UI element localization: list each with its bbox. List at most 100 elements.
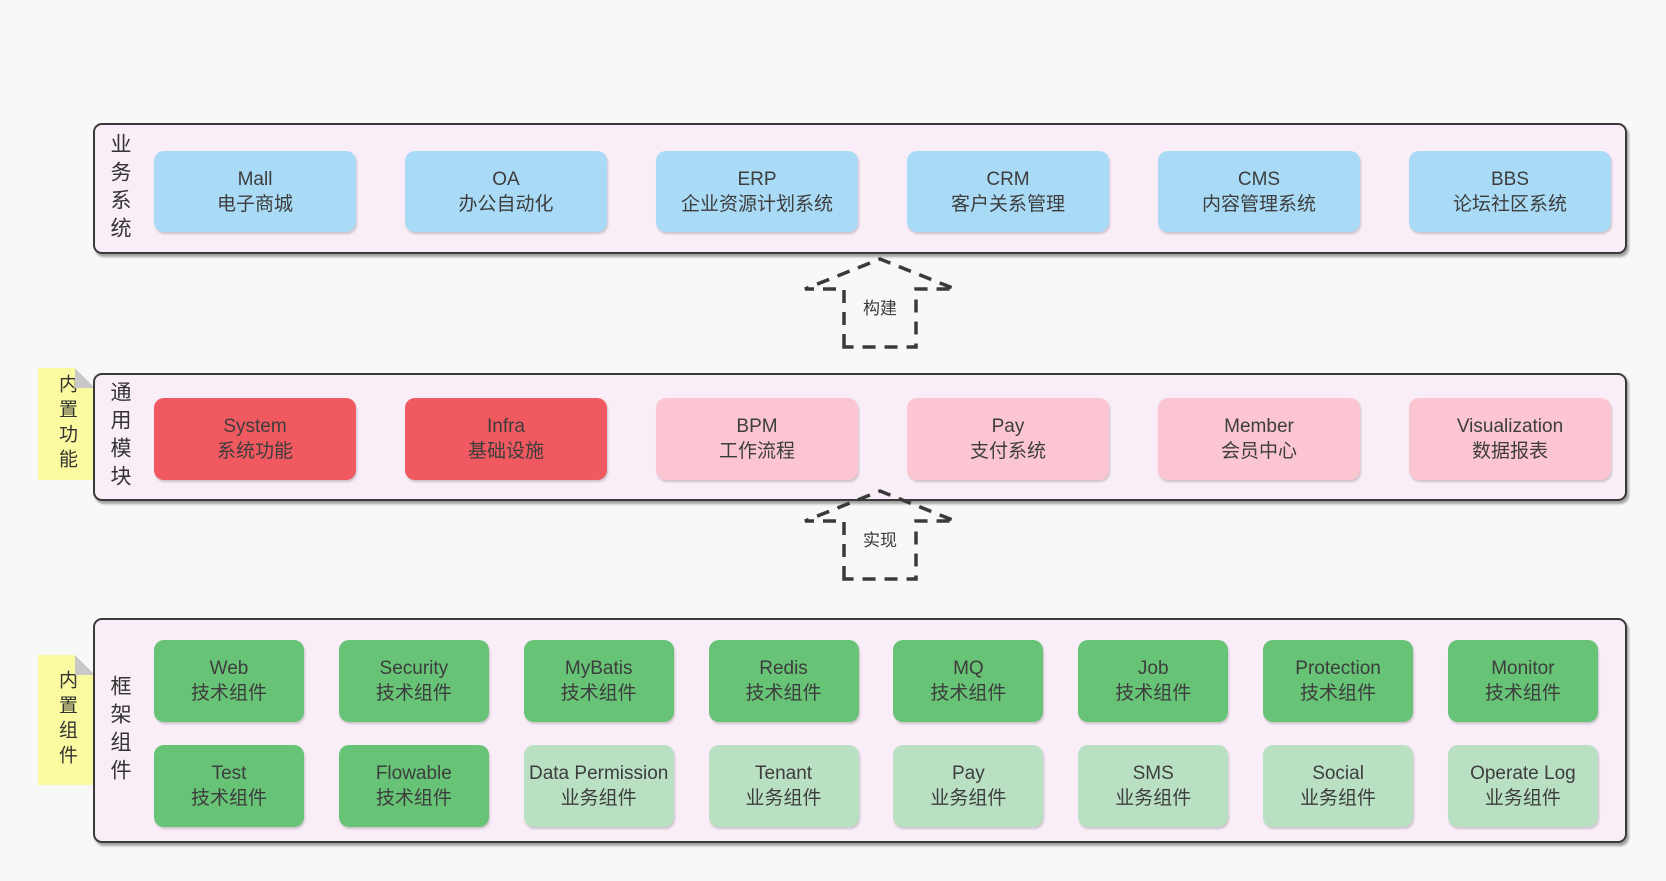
box-job: Job 技术组件 <box>1078 640 1229 722</box>
box-subtitle: 技术组件 <box>1484 683 1561 704</box>
box-title: MyBatis <box>564 658 633 679</box>
box-subtitle: 系统功能 <box>216 441 293 462</box>
box-pay: Pay 支付系统 <box>907 398 1109 480</box>
box-security: Security 技术组件 <box>338 640 489 722</box>
layer-framework-components: 框架组件 Web 技术组件 Security 技术组件 MyBatis 技术组件… <box>93 618 1627 843</box>
box-operate-log: Operate Log 业务组件 <box>1447 745 1598 827</box>
box-erp: ERP 企业资源计划系统 <box>656 151 858 232</box>
note-label: 内置功能 <box>56 374 77 474</box>
box-title: BBS <box>1490 168 1530 190</box>
box-subtitle: 业务组件 <box>1484 788 1561 809</box>
layer-label: 业务系统 <box>108 132 131 245</box>
box-title: Mall <box>237 168 273 190</box>
box-title: Infra <box>486 416 526 437</box>
box-title: Operate Log <box>1470 763 1576 784</box>
biz-components-row: Test 技术组件 Flowable 技术组件 Data Permission … <box>154 745 1598 827</box>
arrow-label: 构建 <box>860 293 900 320</box>
box-subtitle: 办公自动化 <box>458 193 554 215</box>
box-title: Social <box>1312 763 1364 784</box>
box-system: System 系统功能 <box>154 398 356 480</box>
box-monitor: Monitor 技术组件 <box>1447 640 1598 722</box>
box-infra: Infra 基础设施 <box>405 398 607 480</box>
box-subtitle: 会员中心 <box>1220 441 1297 462</box>
layer-label: 框架组件 <box>108 674 131 787</box>
box-mybatis: MyBatis 技术组件 <box>523 640 674 722</box>
box-subtitle: 业务组件 <box>745 788 822 809</box>
box-subtitle: 企业资源计划系统 <box>680 193 833 215</box>
layer-label: 通用模块 <box>108 381 131 493</box>
box-bbs: BBS 论坛社区系统 <box>1409 151 1611 232</box>
box-subtitle: 电子商城 <box>216 193 293 215</box>
box-title: System <box>223 416 287 437</box>
box-subtitle: 论坛社区系统 <box>1452 193 1567 215</box>
box-oa: OA 办公自动化 <box>405 151 607 232</box>
box-subtitle: 技术组件 <box>560 683 637 704</box>
box-visualization: Visualization 数据报表 <box>1409 398 1611 480</box>
sticky-note-builtin-components: 内置组件 <box>38 655 95 785</box>
box-subtitle: 客户关系管理 <box>950 193 1065 215</box>
note-label: 内置组件 <box>56 670 77 770</box>
box-title: ERP <box>737 168 777 190</box>
box-title: Member <box>1224 416 1294 437</box>
box-mq: MQ 技术组件 <box>893 640 1044 722</box>
layer-common-modules: 通用模块 System 系统功能 Infra 基础设施 BPM 工作流程 Pay… <box>93 373 1627 501</box>
box-subtitle: 业务组件 <box>1300 788 1377 809</box>
box-subtitle: 技术组件 <box>190 683 267 704</box>
business-boxes: Mall 电子商城 OA 办公自动化 ERP 企业资源计划系统 CRM 客户关系… <box>154 151 1611 232</box>
box-redis: Redis 技术组件 <box>708 640 859 722</box>
box-tenant: Tenant 业务组件 <box>708 745 859 827</box>
box-title: Tenant <box>755 763 813 784</box>
box-title: Job <box>1137 658 1169 679</box>
box-subtitle: 业务组件 <box>1115 788 1192 809</box>
box-title: CMS <box>1237 168 1281 190</box>
box-subtitle: 基础设施 <box>467 441 544 462</box>
box-title: Web <box>209 658 249 679</box>
box-member: Member 会员中心 <box>1158 398 1360 480</box>
box-subtitle: 技术组件 <box>1300 683 1377 704</box>
box-subtitle: 支付系统 <box>969 441 1046 462</box>
box-title: Pay <box>952 763 985 784</box>
box-crm: CRM 客户关系管理 <box>907 151 1109 232</box>
box-protection: Protection 技术组件 <box>1263 640 1414 722</box>
box-pay-biz: Pay 业务组件 <box>893 745 1044 827</box>
box-title: Monitor <box>1491 658 1555 679</box>
layer-business-systems: 业务系统 Mall 电子商城 OA 办公自动化 ERP 企业资源计划系统 CRM… <box>93 123 1627 254</box>
box-title: MQ <box>953 658 984 679</box>
box-subtitle: 数据报表 <box>1471 441 1548 462</box>
arrow-implement: 实现 <box>795 487 965 581</box>
box-title: Test <box>211 763 247 784</box>
box-cms: CMS 内容管理系统 <box>1158 151 1360 232</box>
box-web: Web 技术组件 <box>154 640 304 722</box>
box-subtitle: 工作流程 <box>718 441 795 462</box>
box-subtitle: 业务组件 <box>930 788 1007 809</box>
box-subtitle: 技术组件 <box>375 683 452 704</box>
module-boxes: System 系统功能 Infra 基础设施 BPM 工作流程 Pay 支付系统… <box>154 398 1611 480</box>
note-fold-icon <box>75 655 95 675</box>
box-title: Visualization <box>1456 416 1564 437</box>
box-title: Protection <box>1295 658 1381 679</box>
box-sms: SMS 业务组件 <box>1078 745 1229 827</box>
box-social: Social 业务组件 <box>1263 745 1414 827</box>
box-title: SMS <box>1132 763 1174 784</box>
box-subtitle: 内容管理系统 <box>1201 193 1316 215</box>
box-subtitle: 技术组件 <box>930 683 1007 704</box>
box-bpm: BPM 工作流程 <box>656 398 858 480</box>
component-rows: Web 技术组件 Security 技术组件 MyBatis 技术组件 Redi… <box>154 640 1598 827</box>
box-title: BPM <box>736 416 778 437</box>
box-title: Data Permission <box>528 763 669 784</box>
box-data-permission: Data Permission 业务组件 <box>523 745 674 827</box>
box-subtitle: 技术组件 <box>745 683 822 704</box>
box-subtitle: 业务组件 <box>560 788 637 809</box>
box-title: Flowable <box>375 763 452 784</box>
box-subtitle: 技术组件 <box>190 788 267 809</box>
box-title: CRM <box>986 168 1030 190</box>
sticky-note-builtin-features: 内置功能 <box>38 368 95 480</box>
box-title: Redis <box>759 658 808 679</box>
arrow-build: 构建 <box>795 255 965 349</box>
note-fold-icon <box>75 368 95 388</box>
box-title: OA <box>492 168 520 190</box>
box-mall: Mall 电子商城 <box>154 151 356 232</box>
arrow-label: 实现 <box>860 525 900 552</box>
box-title: Security <box>379 658 449 679</box>
